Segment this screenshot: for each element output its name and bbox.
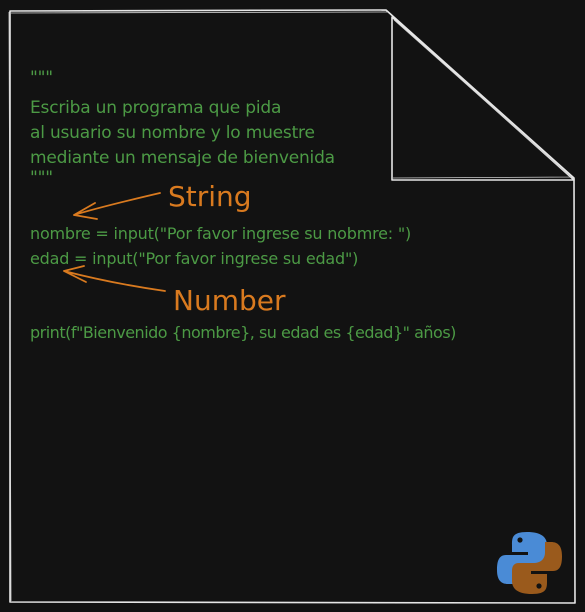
code-line-nombre: nombre = input("Por favor ingrese su nob… xyxy=(30,224,412,243)
code-line-edad: edad = input("Por favor ingrese su edad"… xyxy=(30,249,359,268)
number-arrow xyxy=(63,265,166,292)
page-border xyxy=(9,9,576,604)
docstring-close: """ xyxy=(30,168,53,188)
docstring-line-2: al usuario su nombre y lo muestre xyxy=(30,123,315,143)
docstring-line-3: mediante un mensaje de bienvenida xyxy=(30,148,335,168)
python-logo-icon xyxy=(497,532,562,594)
folded-corner-sketch xyxy=(392,19,573,179)
docstring-line-1: Escriba un programa que pida xyxy=(30,98,282,118)
code-line-print: print(f"Bienvenido {nombre}, su edad es … xyxy=(30,323,456,342)
string-annotation: String xyxy=(168,180,252,213)
number-annotation: Number xyxy=(173,284,286,317)
docstring-open: """ xyxy=(30,68,53,88)
page-border-sketch xyxy=(8,11,389,602)
string-arrow xyxy=(73,192,161,220)
